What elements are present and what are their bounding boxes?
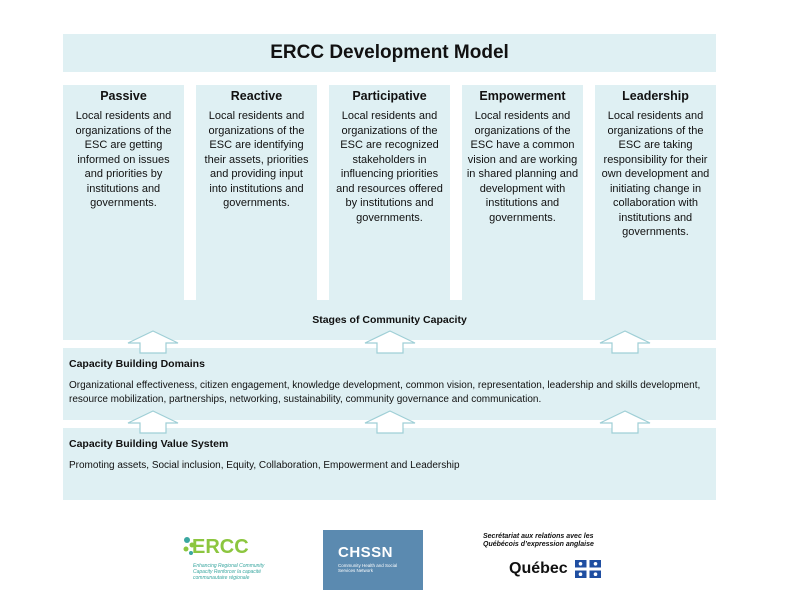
up-arrow-icon (364, 330, 416, 354)
stage-description: Local residents and organizations of the… (466, 110, 579, 224)
value-system-panel: Capacity Building Value System Promoting… (63, 428, 716, 500)
page-title: ERCC Development Model (63, 34, 716, 72)
stage-leadership: Leadership Local residents and organizat… (595, 85, 716, 369)
stage-title: Participative (352, 89, 427, 103)
stage-reactive: Reactive Local residents and organizatio… (196, 85, 317, 369)
value-system-title: Capacity Building Value System (69, 438, 229, 450)
chssn-name: CHSSN (338, 544, 394, 561)
stage-description: Local residents and organizations of the… (204, 110, 309, 209)
stage-passive: Passive Local residents and organization… (63, 85, 184, 369)
stage-title: Passive (100, 89, 147, 103)
value-system-text: Promoting assets, Social inclusion, Equi… (69, 460, 460, 471)
chssn-logo: CHSSN Community Health and Social Servic… (323, 530, 423, 590)
domains-text: Organizational effectiveness, citizen en… (69, 380, 701, 405)
ercc-tagline: Enhancing Regional Community Capacity Re… (193, 563, 265, 581)
up-arrow-icon (364, 410, 416, 434)
ercc-logo: ERCC Enhancing Regional Community Capaci… (180, 530, 280, 590)
stage-title: Empowerment (479, 89, 566, 103)
dots-icon (183, 537, 195, 555)
up-arrow-icon (127, 330, 179, 354)
stage-empowerment: Empowerment Local residents and organiza… (462, 85, 583, 369)
stages-label: Stages of Community Capacity (63, 300, 716, 340)
up-arrow-icon (127, 410, 179, 434)
stage-description: Local residents and organizations of the… (75, 110, 172, 209)
stage-description: Local residents and organizations of the… (336, 110, 443, 224)
stage-description: Local residents and organizations of the… (601, 110, 710, 238)
capacity-domains-panel: Capacity Building Domains Organizational… (63, 348, 716, 420)
up-arrow-icon (599, 410, 651, 434)
quebec-tagline: Secrétariat aux relations avec les Québé… (483, 533, 594, 548)
quebec-name: Québec (509, 560, 568, 577)
up-arrow-icon (599, 330, 651, 354)
stage-title: Reactive (230, 89, 283, 103)
quebec-logo: Secrétariat aux relations avec les Québé… (483, 533, 613, 583)
stage-participative: Participative Local residents and organi… (329, 85, 450, 369)
stage-title: Leadership (622, 89, 689, 103)
domains-title: Capacity Building Domains (69, 358, 205, 370)
chssn-tagline: Community Health and Social Services Net… (338, 563, 398, 573)
ercc-name: ERCC (192, 536, 249, 558)
fleurdelise-flag-icon (575, 560, 601, 578)
